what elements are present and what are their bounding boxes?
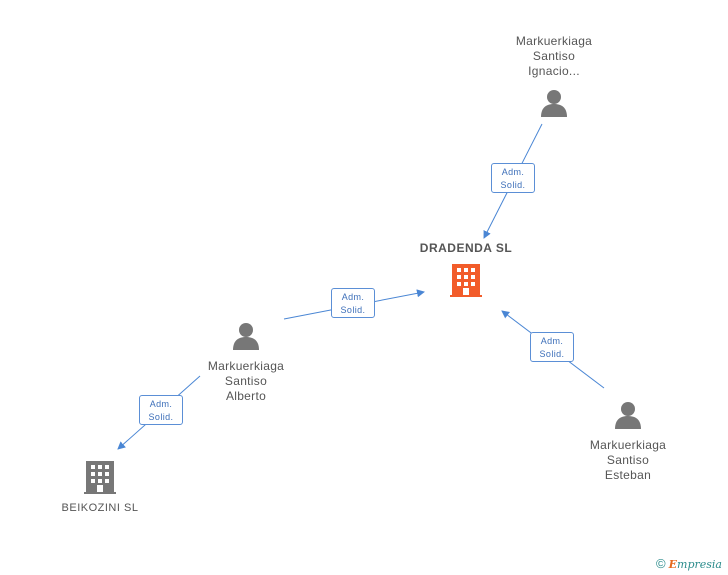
role-line-1: Adm.: [540, 336, 564, 346]
brand-initial: E: [668, 558, 678, 571]
person-name-line-1: Markuerkiaga: [589, 438, 667, 452]
company-name: BEIKOZINI SL: [61, 502, 139, 514]
person-name-line-2: Santiso: [606, 453, 650, 467]
company-node-beikozini[interactable]: BEIKOZINI SL: [48, 459, 152, 514]
role-line-2: Solid.: [539, 349, 565, 359]
person-node-alberto[interactable]: Markuerkiaga Santiso Alberto: [186, 321, 306, 404]
building-icon: [84, 461, 116, 494]
person-name-line-2: Santiso: [224, 374, 268, 388]
person-name-line-2: Santiso: [532, 49, 576, 63]
person-node-esteban[interactable]: Markuerkiaga Santiso Esteban: [568, 400, 688, 483]
edge-label-alberto-beikozini[interactable]: Adm. Solid.: [139, 395, 183, 425]
role-line-2: Solid.: [500, 180, 526, 190]
role-line-1: Adm.: [149, 399, 173, 409]
edge-label-esteban-dradenda[interactable]: Adm. Solid.: [530, 332, 574, 362]
person-name-line-1: Markuerkiaga: [207, 359, 285, 373]
building-icon: [450, 264, 482, 297]
company-name: DRADENDA SL: [419, 241, 513, 255]
edge-label-ignacio-dradenda[interactable]: Adm. Solid.: [491, 163, 535, 193]
empresia-watermark: © Empresia: [656, 556, 722, 571]
role-line-2: Solid.: [340, 305, 366, 315]
role-line-1: Adm.: [501, 167, 525, 177]
person-node-ignacio[interactable]: Markuerkiaga Santiso Ignacio...: [494, 34, 614, 123]
person-name-line-3: Esteban: [604, 468, 652, 482]
brand-name: mpresia: [677, 558, 722, 571]
role-line-2: Solid.: [148, 412, 174, 422]
person-name-line-3: Alberto: [225, 389, 267, 403]
person-name-line-3: Ignacio...: [528, 64, 580, 78]
person-icon: [615, 402, 641, 429]
company-node-dradenda[interactable]: DRADENDA SL: [406, 241, 526, 303]
person-icon: [541, 90, 567, 117]
copyright-symbol: ©: [655, 556, 666, 571]
edge-label-alberto-dradenda[interactable]: Adm. Solid.: [331, 288, 375, 318]
person-icon: [233, 323, 259, 350]
person-name-line-1: Markuerkiaga: [515, 34, 593, 48]
role-line-1: Adm.: [341, 292, 365, 302]
